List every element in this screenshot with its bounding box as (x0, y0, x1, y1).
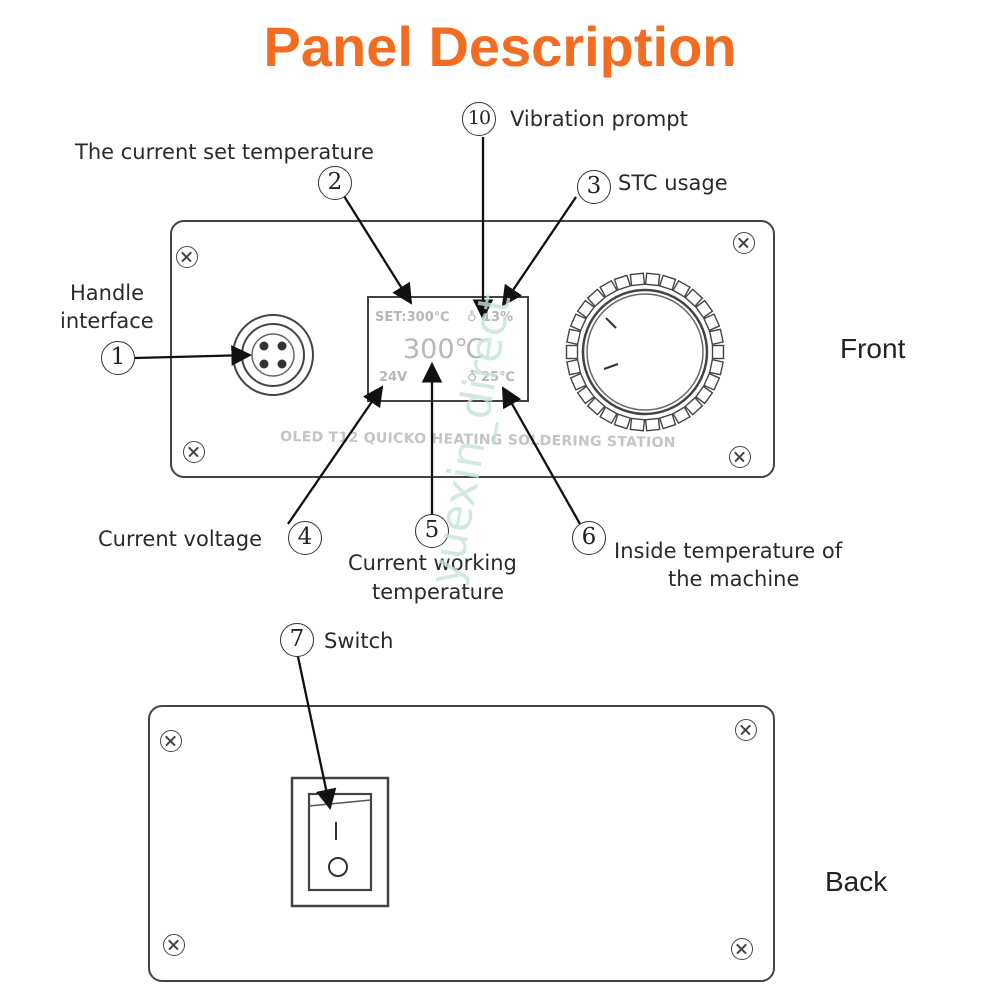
callout-3-number: 3 (577, 170, 611, 204)
callout-6-number: 6 (572, 521, 606, 555)
oled-voltage: 24V (379, 370, 408, 385)
callout-10-number: 10 (462, 102, 496, 136)
knob-tick (576, 299, 596, 319)
knob-tick (629, 417, 646, 432)
front-label: Front (840, 333, 906, 364)
callout-1-number: 1 (101, 341, 135, 375)
knob-tick (684, 396, 704, 416)
callout-2-number: 2 (318, 166, 352, 200)
knob-tick (629, 272, 646, 287)
knob-tick (694, 299, 714, 319)
screw-icon (731, 938, 753, 960)
knob-tick (586, 396, 606, 416)
callout-3-label: STC usage (618, 171, 728, 195)
knob-tick (566, 328, 582, 346)
page-title: Panel Description (263, 15, 737, 78)
vibration-icon: ♁ (467, 310, 477, 325)
knob-tick (565, 344, 579, 360)
screw-icon (176, 246, 198, 268)
callout-7-number: 7 (280, 623, 314, 657)
callout-6-label-line1: Inside temperature of (614, 539, 843, 563)
knob-tick (569, 313, 587, 332)
oled-working-temp: 300℃ (403, 334, 485, 365)
screw-icon (735, 719, 757, 741)
knob-tick (703, 313, 721, 332)
oled-display: SET:300℃ ♁ 13% 300℃ 24V ♁ 25℃ (367, 296, 529, 402)
screw-icon (163, 934, 185, 956)
knob-tick (566, 358, 582, 376)
knob-tick (708, 358, 724, 376)
callout-5-number: 5 (415, 514, 449, 548)
callout-1-label-line2: interface (60, 309, 154, 333)
back-label: Back (825, 866, 888, 897)
knob-icon (565, 272, 725, 432)
knob-tick (599, 279, 618, 298)
screw-icon (160, 730, 182, 752)
knob-tick (684, 288, 704, 308)
callout-6-label-line2: the machine (668, 567, 800, 591)
knob-tick (672, 406, 691, 425)
callout-10-label: Vibration prompt (510, 107, 688, 131)
knob-tick (599, 406, 618, 425)
callout-4-number: 4 (288, 521, 322, 555)
callout-2-label: The current set temperature (75, 140, 374, 164)
thermometer-icon: ♁ (467, 369, 478, 385)
rocker-switch (290, 776, 390, 908)
callout-4-label: Current voltage (98, 527, 263, 551)
oled-inside-temp: 25℃ (481, 370, 515, 385)
screw-icon (733, 232, 755, 254)
knob-tick (576, 385, 596, 405)
knob-tick (703, 372, 721, 391)
screw-icon (729, 446, 751, 468)
back-panel (148, 705, 775, 982)
callout-1-label-line1: Handle (70, 281, 145, 305)
knob-tick (658, 274, 677, 291)
knob-tick (672, 279, 691, 298)
knob-tick (711, 344, 725, 360)
callout-7-label: Switch (324, 629, 394, 653)
knob-tick (613, 274, 632, 291)
callout-5-label-line2: temperature (372, 580, 504, 604)
knob-tick (644, 417, 661, 432)
knob-tick (569, 372, 587, 391)
knob-tick (708, 328, 724, 346)
knob-tick (586, 288, 606, 308)
knob-tick (613, 413, 632, 430)
knob-tick (658, 413, 677, 430)
oled-set-temp: SET:300℃ (375, 310, 450, 325)
knob-tick (694, 385, 714, 405)
screw-icon (183, 441, 205, 463)
knob-tick (644, 272, 661, 287)
callout-5-label-line1: Current working (348, 551, 517, 575)
